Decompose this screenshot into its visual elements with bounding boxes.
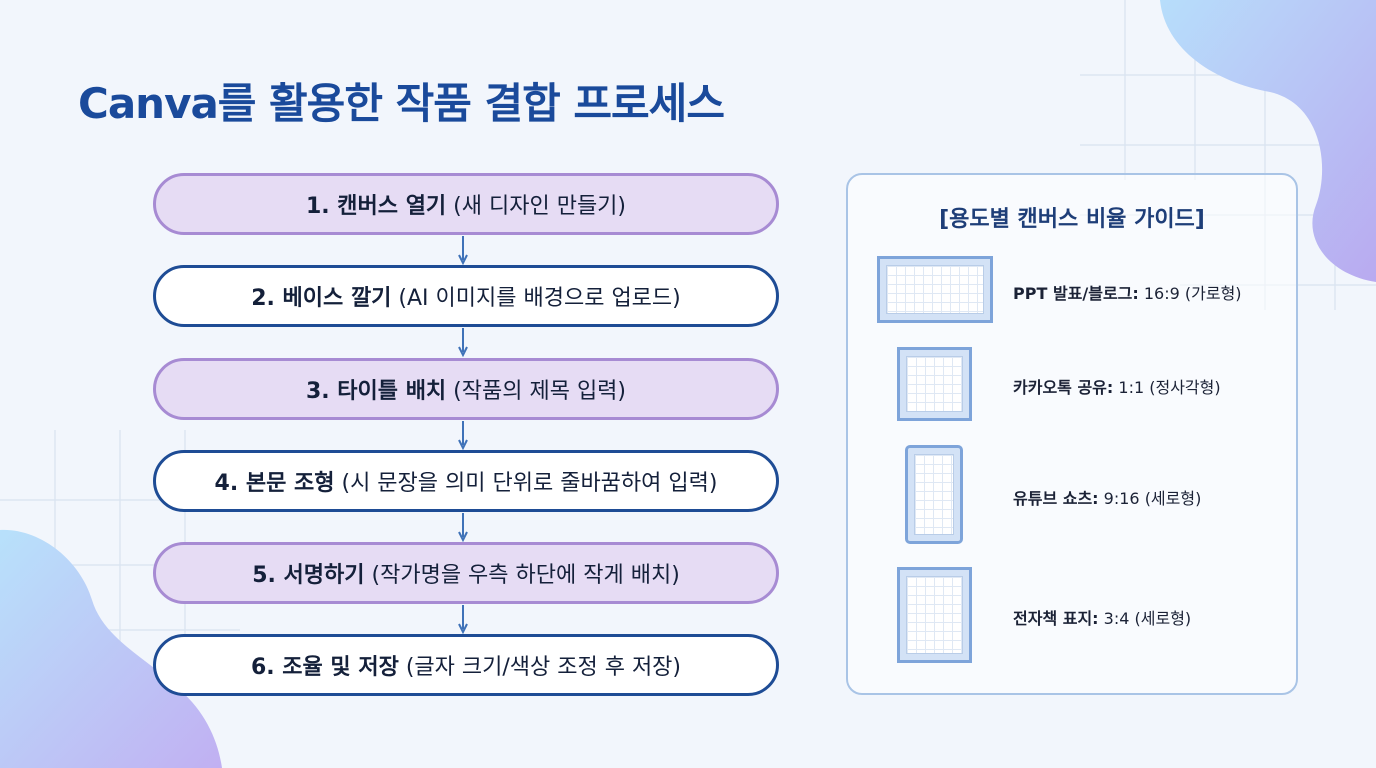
step-detail: (시 문장을 의미 단위로 줄바꿈하여 입력) [341, 471, 718, 496]
step-detail: (새 디자인 만들기) [453, 194, 627, 219]
guide-item-ratio: 9:16 (세로형) [1103, 489, 1202, 508]
step-label: 4. 본문 조형 [214, 471, 335, 496]
blob-bottom-left [0, 529, 222, 768]
arrow-down-icon [458, 421, 468, 451]
guide-item-3-4: 전자책 표지: 3:4 (세로형) [1013, 605, 1191, 629]
ratio-16-9-icon [877, 256, 993, 323]
ratio-3-4-icon [897, 567, 972, 663]
blob-top-right [1160, 0, 1376, 282]
arrow-down-icon [458, 513, 468, 543]
guide-item-name: 카카오톡 공유: [1013, 378, 1114, 397]
step-label: 3. 타이틀 배치 [305, 379, 447, 404]
guide-item-1-1: 카카오톡 공유: 1:1 (정사각형) [1013, 374, 1221, 398]
step-3: 3. 타이틀 배치 (작품의 제목 입력) [153, 358, 779, 420]
process-steps: 1. 캔버스 열기 (새 디자인 만들기) 2. 베이스 깔기 (AI 이미지를… [153, 173, 779, 696]
guide-item-ratio: 16:9 (가로형) [1143, 284, 1242, 303]
step-label: 5. 서명하기 [252, 563, 365, 588]
guide-item-ratio: 1:1 (정사각형) [1118, 378, 1221, 397]
step-label: 2. 베이스 깔기 [251, 286, 392, 311]
step-4: 4. 본문 조형 (시 문장을 의미 단위로 줄바꿈하여 입력) [153, 450, 779, 512]
guide-item-name: 전자책 표지: [1013, 609, 1099, 628]
guide-item-9-16: 유튜브 쇼츠: 9:16 (세로형) [1013, 485, 1201, 509]
step-detail: (작품의 제목 입력) [453, 379, 627, 404]
step-2: 2. 베이스 깔기 (AI 이미지를 배경으로 업로드) [153, 265, 779, 327]
guide-item-name: 유튜브 쇼츠: [1013, 489, 1099, 508]
step-6: 6. 조율 및 저장 (글자 크기/색상 조정 후 저장) [153, 634, 779, 696]
step-label: 6. 조율 및 저장 [250, 655, 399, 680]
guide-item-name: PPT 발표/블로그: [1013, 284, 1139, 303]
guide-item-ratio: 3:4 (세로형) [1103, 609, 1192, 628]
step-detail: (글자 크기/색상 조정 후 저장) [405, 655, 682, 680]
step-label: 1. 캔버스 열기 [305, 194, 447, 219]
arrow-down-icon [458, 605, 468, 635]
guide-title: [용도별 캔버스 비율 가이드] [939, 207, 1205, 232]
ratio-9-16-icon [905, 445, 963, 544]
arrow-down-icon [458, 328, 468, 358]
guide-item-16-9: PPT 발표/블로그: 16:9 (가로형) [1013, 280, 1242, 304]
arrow-down-icon [458, 236, 468, 266]
page-title: Canva를 활용한 작품 결합 프로세스 [78, 79, 725, 128]
ratio-1-1-icon [897, 347, 972, 421]
step-1: 1. 캔버스 열기 (새 디자인 만들기) [153, 173, 779, 235]
step-detail: (AI 이미지를 배경으로 업로드) [398, 286, 681, 311]
step-5: 5. 서명하기 (작가명을 우측 하단에 작게 배치) [153, 542, 779, 604]
step-detail: (작가명을 우측 하단에 작게 배치) [371, 563, 680, 588]
